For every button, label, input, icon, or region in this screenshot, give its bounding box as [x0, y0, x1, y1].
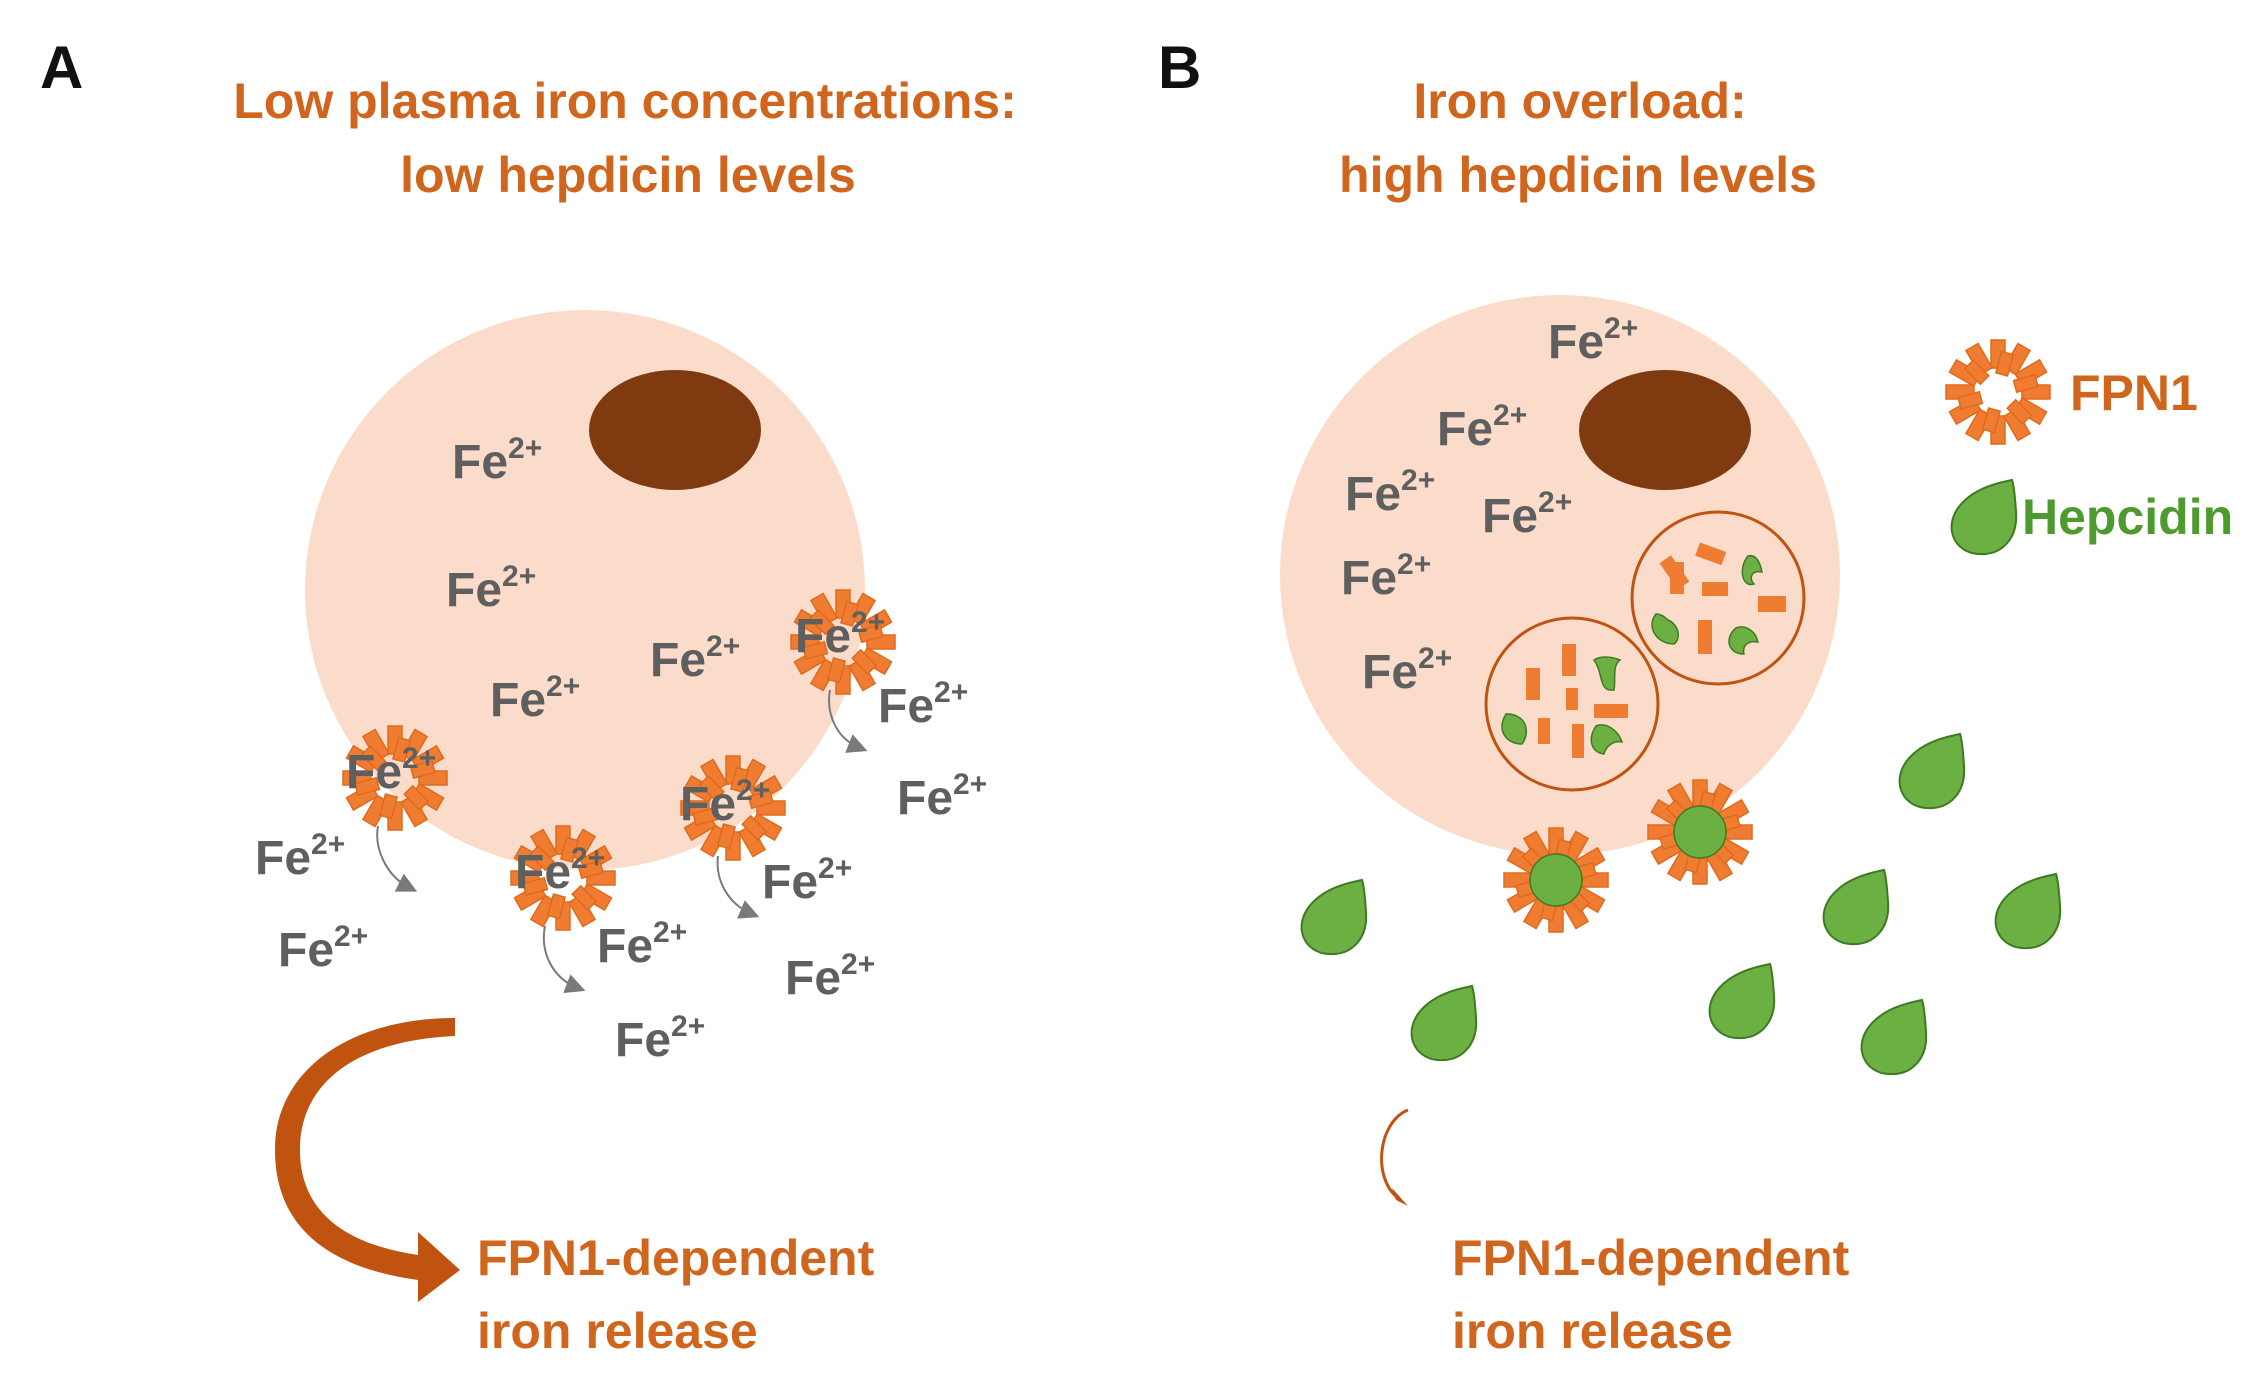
panel-b-title-line1: Iron overload: — [1413, 73, 1746, 129]
small-curved-arrow-icon — [1380, 1108, 1409, 1200]
fe-ion-label: Fe2+ — [1548, 312, 1638, 369]
fe-ion-label: Fe2+ — [897, 768, 987, 825]
panel-a-caption-line2: iron release — [477, 1303, 758, 1359]
fe-ion-label: Fe2+ — [597, 916, 687, 973]
iron-efflux-arrow — [376, 825, 418, 892]
panel-b: B Iron overload: high hepdicin levels Fe… — [1158, 34, 2233, 1359]
legend-hepcidin-icon — [1950, 479, 2018, 556]
panel-a-title-line2: low hepdicin levels — [400, 147, 856, 203]
fe-ion-label: Fe2+ — [255, 828, 345, 885]
legend: FPN1 Hepcidin — [1945, 339, 2233, 556]
panel-a: A Low plasma iron concentrations: low he… — [40, 34, 1017, 1359]
legend-fpn1-icon — [1945, 339, 2051, 445]
fe-ion-label: Fe2+ — [650, 630, 740, 687]
nucleus-icon — [1579, 370, 1751, 490]
fe-ion-label: Fe2+ — [515, 842, 605, 899]
fe-ion-label: Fe2+ — [1437, 399, 1527, 456]
fe-ion-label: Fe2+ — [1345, 464, 1435, 521]
fe-ion-label: Fe2+ — [452, 432, 542, 489]
panel-a-caption-line1: FPN1-dependent — [477, 1230, 875, 1286]
hepcidin-bound-fpn1-icon — [1503, 827, 1609, 933]
large-curved-arrow-icon — [275, 1018, 460, 1302]
small-curved-arrow-head — [1392, 1188, 1408, 1206]
hepcidin-droplet-icon — [1708, 963, 1776, 1040]
panel-b-letter: B — [1158, 34, 1201, 101]
fe-ion-label: Fe2+ — [615, 1010, 705, 1067]
hepcidin-droplet-icon — [1994, 873, 2062, 950]
panel-b-caption-line1: FPN1-dependent — [1452, 1230, 1850, 1286]
hepcidin-droplet-icon — [1300, 879, 1368, 956]
fe-ion-label: Fe2+ — [1362, 642, 1452, 699]
fe-ion-label: Fe2+ — [346, 742, 436, 799]
fe-ion-label: Fe2+ — [680, 774, 770, 831]
fe-ion-label: Fe2+ — [878, 676, 968, 733]
lysosome-vesicle-icon — [1484, 616, 1660, 792]
iron-efflux-arrow — [716, 855, 760, 919]
fe-ion-label: Fe2+ — [278, 920, 368, 977]
fe-ion-label: Fe2+ — [1341, 548, 1431, 605]
legend-fpn1-label: FPN1 — [2070, 365, 2198, 421]
hepcidin-droplet-icon — [1860, 999, 1928, 1076]
panel-b-title-line2: high hepdicin levels — [1339, 147, 1817, 203]
panel-b-caption-line2: iron release — [1452, 1303, 1733, 1359]
fe-ion-label: Fe2+ — [446, 560, 536, 617]
panel-a-title-line1: Low plasma iron concentrations: — [233, 73, 1016, 129]
hepcidin-bound-fpn1-icon — [1647, 779, 1753, 885]
iron-efflux-arrow — [828, 689, 868, 753]
iron-efflux-arrow — [543, 925, 586, 994]
lysosome-vesicle-icon — [1630, 510, 1806, 686]
fe-ion-label: Fe2+ — [785, 948, 875, 1005]
fe-ion-label: Fe2+ — [762, 852, 852, 909]
hepcidin-droplet-icon — [1410, 985, 1478, 1062]
panel-a-letter: A — [40, 34, 83, 101]
legend-hepcidin-label: Hepcidin — [2022, 489, 2233, 545]
hepcidin-droplet-icon — [1898, 733, 1966, 810]
fe-ion-label: Fe2+ — [795, 606, 885, 663]
fe-ion-label: Fe2+ — [490, 670, 580, 727]
fe-ion-label: Fe2+ — [1482, 486, 1572, 543]
hepcidin-droplet-icon — [1822, 869, 1890, 946]
nucleus-icon — [589, 370, 761, 490]
